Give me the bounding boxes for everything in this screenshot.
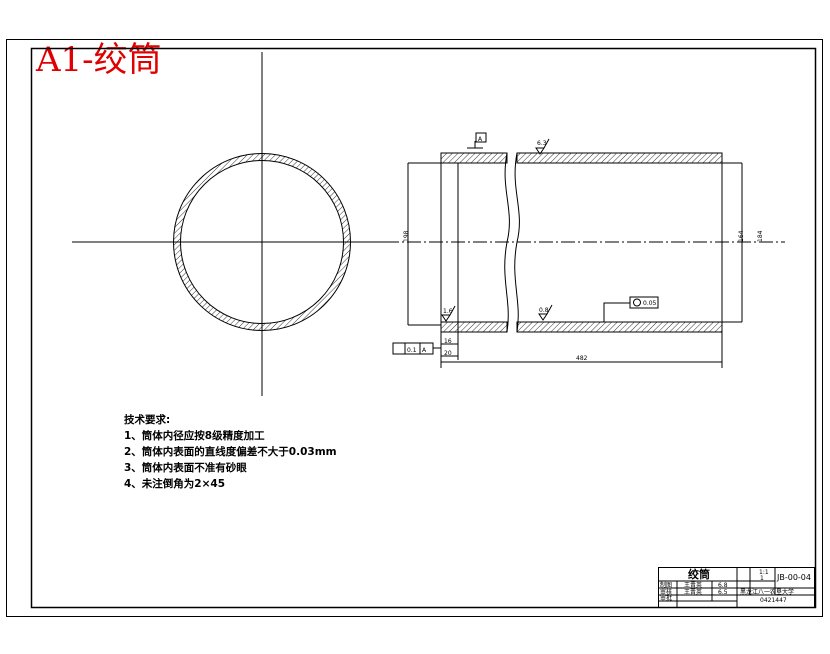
side-view bbox=[385, 132, 785, 368]
perp-tol: 0.1 bbox=[407, 347, 417, 354]
dim-20: 20 bbox=[444, 350, 452, 357]
circularity-tol: 0.05 bbox=[643, 300, 657, 307]
svg-text:审批: 审批 bbox=[660, 594, 672, 602]
part-name: 绞筒 bbox=[688, 567, 710, 581]
roughness-top: 6.3 bbox=[537, 140, 547, 147]
roughness-bottom: 0.8 bbox=[539, 307, 549, 314]
note-item: 2、筒体内表面的直线度偏差不大于0.03mm bbox=[124, 446, 337, 458]
svg-text:6.5: 6.5 bbox=[718, 589, 728, 596]
svg-text:制图: 制图 bbox=[660, 581, 672, 589]
notes-heading: 技术要求: bbox=[124, 414, 171, 426]
dim-inner-dia: 164 bbox=[738, 230, 745, 242]
drawing-title: A1-绞筒 bbox=[36, 40, 162, 80]
quantity: 1 bbox=[760, 575, 764, 582]
datum-label: A bbox=[478, 136, 483, 143]
perp-datum: A bbox=[422, 347, 427, 354]
note-item: 1、筒体内径应按8级精度加工 bbox=[124, 430, 265, 442]
note-item: 3、筒体内表面不准有砂眼 bbox=[124, 462, 247, 474]
cross-section-view bbox=[72, 52, 392, 396]
drawing-number: JB-00-04 bbox=[776, 573, 811, 582]
roughness-left: 1.6 bbox=[443, 308, 453, 315]
note-item: 4、未注倒角为2×45 bbox=[124, 478, 226, 490]
svg-text:6.8: 6.8 bbox=[718, 582, 728, 589]
class-id: 0421447 bbox=[760, 597, 787, 604]
scale: 1:1 bbox=[759, 569, 769, 576]
svg-text:审核: 审核 bbox=[660, 588, 672, 596]
dim-length: 482 bbox=[576, 355, 588, 362]
inner-frame bbox=[30, 47, 817, 609]
dim-outer-dia: 184 bbox=[757, 230, 764, 242]
technical-requirements: 技术要求: 1、筒体内径应按8级精度加工 2、筒体内表面的直线度偏差不大于0.0… bbox=[124, 412, 337, 492]
dimension-labels: 198 164 184 482 16 20 6.3 1.6 0.8 0.05 0… bbox=[403, 136, 764, 362]
title-block bbox=[658, 567, 815, 608]
dim-16: 16 bbox=[444, 338, 452, 345]
dim-left-dia: 198 bbox=[403, 230, 410, 242]
svg-text:王晋英: 王晋英 bbox=[684, 588, 702, 596]
school-name: 黑龙江八一农垦大学 bbox=[740, 588, 794, 596]
svg-text:王晋英: 王晋英 bbox=[684, 581, 702, 589]
outer-border bbox=[6, 39, 823, 617]
